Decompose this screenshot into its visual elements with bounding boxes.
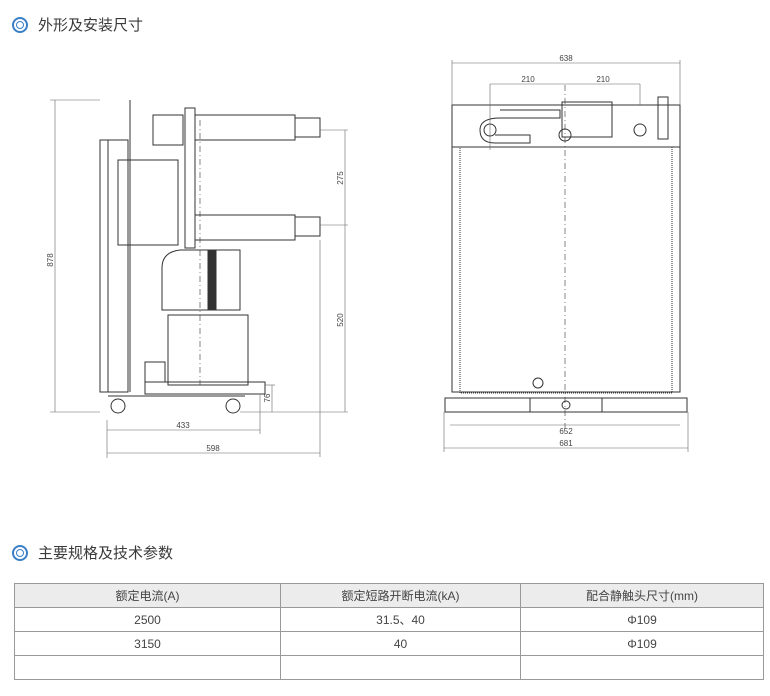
dim-598: 598 [206,444,220,453]
technical-drawings: 878 275 520 76 433 598 638 210 210 652 6… [46,54,689,458]
cell: Φ109 [520,631,764,656]
cell: 31.5、40 [280,607,521,632]
frame-plate [107,139,129,393]
dim-878: 878 [46,253,55,267]
bottom-rail [444,397,688,413]
front-panel-inner [459,146,673,394]
cell [520,655,764,680]
upper-arm [194,114,296,141]
cell: Φ109 [520,607,764,632]
dim-681: 681 [559,439,573,448]
table-row: 3150 40 Φ109 [14,631,764,656]
insulator-body [161,249,241,311]
dim-433: 433 [176,421,190,430]
contact-box [561,101,613,138]
frame-rail [99,139,109,393]
wheel [110,398,126,414]
header-rated-current: 额定电流(A) [14,583,281,608]
cell [280,655,521,680]
section-title-specs: 主要规格及技术参数 [12,542,173,563]
header-breaking-current: 额定短路开断电流(kA) [280,583,521,608]
wheel [225,398,241,414]
specs-table: 额定电流(A) 额定短路开断电流(kA) 配合静触头尺寸(mm) 2500 31… [14,583,764,680]
section-title-dimensions: 外形及安装尺寸 [12,14,143,35]
section-title-text: 主要规格及技术参数 [38,545,174,562]
dim-652: 652 [559,427,573,436]
cell: 2500 [14,607,281,632]
hook-arm [479,109,561,144]
dim-210-left: 210 [521,75,535,84]
table-row: 2500 31.5、40 Φ109 [14,607,764,632]
lower-arm [194,214,296,241]
dim-210-right: 210 [596,75,610,84]
bellows [152,114,184,146]
table-row [14,655,764,680]
base-transformer [167,314,249,386]
cell [14,655,281,680]
side-view-drawing: 878 275 520 76 433 598 [46,99,348,458]
cell: 40 [280,631,521,656]
table-header-row: 额定电流(A) 额定短路开断电流(kA) 配合静触头尺寸(mm) [14,583,764,608]
front-view-drawing: 638 210 210 652 681 [443,54,689,452]
dim-76: 76 [263,393,272,402]
mechanism-box [117,159,179,246]
dim-520: 520 [336,313,345,327]
dim-638: 638 [559,54,573,63]
circle-bullet-icon [12,544,28,561]
circle-bullet-icon [12,16,28,33]
front-panel-outer [451,104,681,393]
section-title-text: 外形及安装尺寸 [38,17,144,34]
header-contact-size: 配合静触头尺寸(mm) [520,583,764,608]
cell: 3150 [14,631,281,656]
dim-275: 275 [336,171,345,185]
